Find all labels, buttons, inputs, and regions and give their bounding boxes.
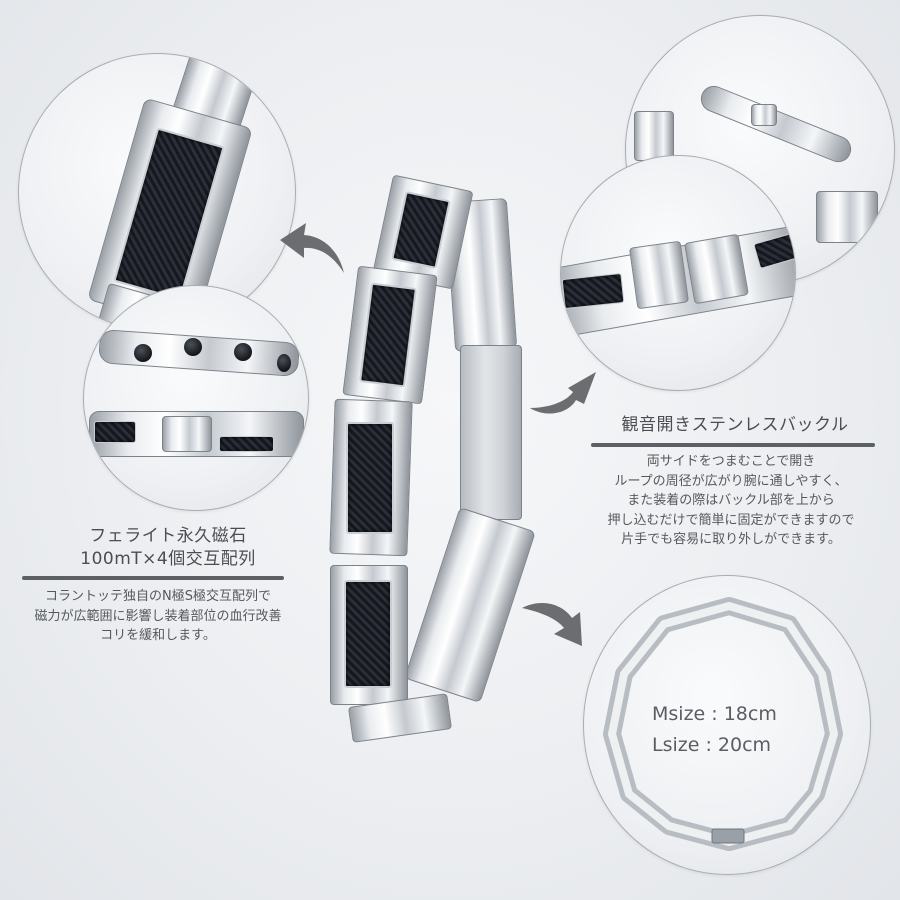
left-desc-line: コラントッテ独自のN極S極交互配列で xyxy=(45,589,271,604)
bracelet-back-lower xyxy=(404,507,536,703)
bracelet-inlay-4 xyxy=(344,580,392,688)
magnet-dot xyxy=(184,338,202,356)
right-desc-line: 押し込むだけで簡単に固定ができますので xyxy=(607,512,855,528)
buckle-closed-circle xyxy=(560,155,796,391)
bracelet-ring-outline xyxy=(603,597,843,851)
right-desc-line: ループの周径が広がり腕に通しやすく、 xyxy=(614,473,848,489)
left-desc-line: 磁力が広範囲に影響し装着部位の血行改善 xyxy=(34,608,282,624)
right-feature-description: 両サイドをつまむことで開き ループの周径が広がり腕に通しやすく、 また装着の際は… xyxy=(578,452,884,550)
right-desc-line: 両サイドをつまむことで開き xyxy=(646,454,816,469)
left-feature-title: フェライト永久磁石 100mT×4個交互配列 xyxy=(20,525,316,571)
left-desc-line: コリを緩和します。 xyxy=(100,628,216,643)
magnet-dot xyxy=(277,354,291,372)
magnet-dot xyxy=(134,344,152,362)
magnet-view-circle xyxy=(83,285,309,511)
bracelet-inlay-3 xyxy=(346,422,394,534)
main-bracelet xyxy=(320,174,536,743)
right-desc-line: 片手でも容易に取り外しができます。 xyxy=(621,532,841,547)
left-title-line2: 100mT×4個交互配列 xyxy=(80,549,256,569)
size-labels: Msize : 18cm Lsize : 20cm xyxy=(652,699,777,761)
front-inlay-left xyxy=(94,421,136,443)
bracelet-buckle-back xyxy=(460,345,522,520)
size-view-circle: Msize : 18cm Lsize : 20cm xyxy=(583,575,871,875)
open-buckle-left-end xyxy=(634,111,674,161)
closed-clasp-left xyxy=(628,240,690,310)
size-m: Msize : 18cm xyxy=(652,703,777,725)
open-buckle-right-end xyxy=(816,191,878,243)
arrow-up-left-icon xyxy=(280,223,344,273)
left-feature-description: コラントッテ独自のN極S極交互配列で 磁力が広範囲に影響し装着部位の血行改善 コ… xyxy=(10,587,306,646)
right-title: 観音開きステンレスバックル xyxy=(621,415,849,435)
right-divider xyxy=(591,443,875,447)
left-title-line1: フェライト永久磁石 xyxy=(89,526,247,546)
closed-clasp-right xyxy=(684,233,749,305)
front-inlay-right xyxy=(219,436,274,452)
left-divider xyxy=(22,576,284,580)
right-desc-line: また装着の際はバックル部を上から xyxy=(627,493,835,508)
arrow-up-right-icon xyxy=(530,372,596,414)
right-feature-title: 観音開きステンレスバックル xyxy=(600,414,870,437)
buckle-clasp xyxy=(162,416,212,452)
magnet-dot xyxy=(234,343,252,361)
size-l: Lsize : 20cm xyxy=(652,734,772,756)
closed-inlay-left xyxy=(561,272,625,310)
inlay-closeup-circle xyxy=(18,53,296,331)
arrow-down-right-icon xyxy=(522,603,582,646)
open-buckle-clip xyxy=(751,104,777,126)
